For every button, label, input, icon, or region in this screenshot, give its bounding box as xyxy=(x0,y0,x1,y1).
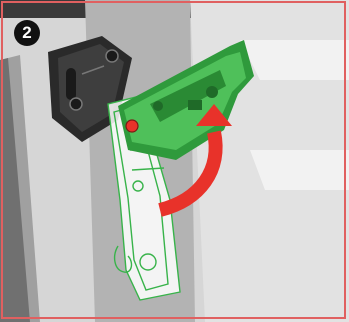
step-number-badge: 2 xyxy=(14,20,40,46)
step-number: 2 xyxy=(22,23,31,43)
frame-border xyxy=(1,1,346,319)
